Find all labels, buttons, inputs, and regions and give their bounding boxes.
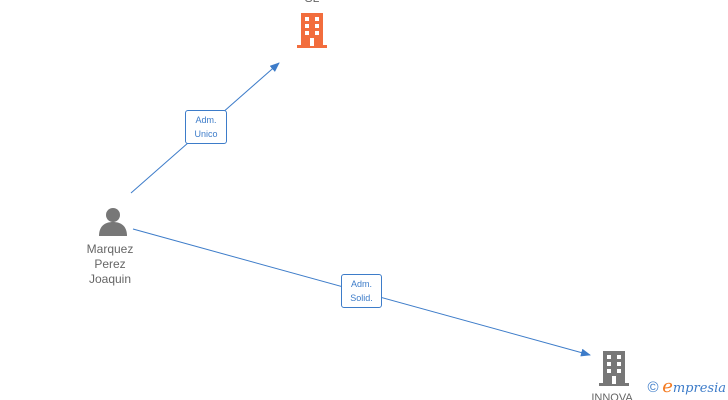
edge-label-line2: Solid. [350,293,373,303]
person-name-line1: Marquez [86,242,134,256]
person-name-line3: Joaquin [88,272,132,286]
company-bottom-label: INNOVA [591,392,633,400]
edge-label-adm-unico[interactable]: Adm. Unico [185,110,227,144]
building-icon[interactable] [297,13,327,48]
empresia-logo: © empresia [648,376,726,397]
edge-label-line1: Adm. [350,279,372,289]
brand-initial: e [662,376,673,397]
edge-label-line2: Unico [194,129,218,139]
edge-label-adm-solid[interactable]: Adm. Solid. [341,274,382,308]
edge-label-line1: Adm. [195,115,217,125]
copyright-icon: © [647,379,659,396]
company-top-label: SL [292,0,332,6]
brand-rest: mpresia [672,381,726,396]
person-name-line2: Perez [94,257,126,271]
building-icon-bottom[interactable] [599,351,629,386]
person-icon[interactable] [98,206,128,236]
person-name: Marquez Perez Joaquin [70,242,150,287]
